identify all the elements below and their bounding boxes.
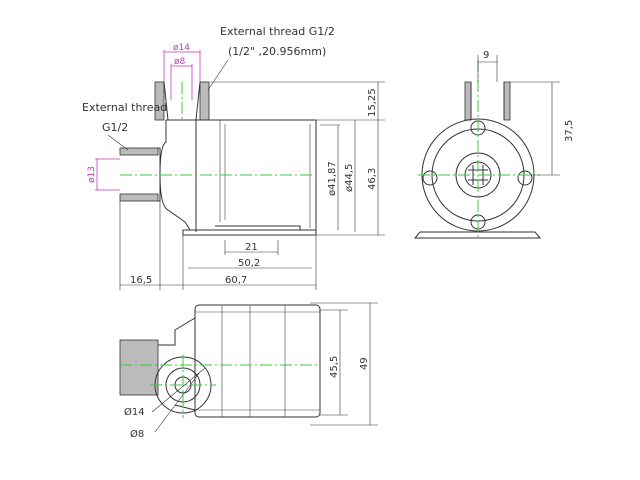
outlet-height-dim: 15,25 xyxy=(367,88,378,117)
screw-right xyxy=(517,170,533,186)
bottom-body xyxy=(194,304,321,418)
total-height-dim: 46,3 xyxy=(367,168,378,190)
bottom-outer-dia-dim: Ø14 xyxy=(124,406,145,418)
outlet-outer-dim: ø14 xyxy=(173,43,190,53)
outlet-offset-dim: 9 xyxy=(483,50,489,61)
outlet-thread-left xyxy=(154,81,165,121)
outlet-thread-right xyxy=(199,81,210,121)
base-hole-spacing-dim: 21 xyxy=(245,242,258,253)
top-thread-label: External thread G1/2 xyxy=(220,25,335,38)
side-dimension-lines xyxy=(119,81,385,290)
base-plate xyxy=(182,225,317,236)
side-thread-label: External thread xyxy=(82,101,167,114)
front-outlet-thread-left xyxy=(464,81,472,121)
bottom-dimension-lines xyxy=(310,302,378,426)
pump-head-outline xyxy=(159,119,197,232)
thread-leaders xyxy=(107,59,229,151)
body-length-dim: 60,7 xyxy=(225,275,247,286)
screw-left xyxy=(422,170,438,186)
inlet-dim-lines xyxy=(95,158,120,191)
inlet-thread-top xyxy=(119,147,159,156)
outlet-pipe xyxy=(163,81,201,121)
side-view: ø14 ø8 ø13 External thread G1/2 (1/2" ,2… xyxy=(82,25,385,290)
outlet-inner-dim: ø8 xyxy=(174,57,186,67)
bottom-inner-dia-dim: Ø8 xyxy=(130,428,144,440)
bottom-dia-leaders xyxy=(151,367,206,433)
outlet-dim-lines xyxy=(163,50,201,100)
front-view: 9 37,5 xyxy=(413,50,575,240)
base-length-dim: 50,2 xyxy=(238,258,260,269)
front-base xyxy=(413,231,542,239)
inlet-thread-bottom xyxy=(119,193,159,202)
bottom-inlet-thread xyxy=(119,339,159,396)
body-inner-dia-dim: ø41,87 xyxy=(327,161,338,196)
side-thread-size: G1/2 xyxy=(102,121,128,134)
bottom-head xyxy=(158,317,196,411)
body-dia-dim: ø44,5 xyxy=(344,164,355,192)
outlet-center-height-dim: 37,5 xyxy=(564,120,575,142)
front-outlet-thread-right xyxy=(503,81,511,121)
body-grooves xyxy=(219,120,311,228)
bottom-view: Ø14 Ø8 45,5 49 xyxy=(119,302,378,440)
inlet-dim: ø13 xyxy=(87,166,97,183)
front-outlet-pipe xyxy=(470,82,505,120)
bottom-total-width-dim: 49 xyxy=(359,357,370,370)
bottom-body-width-dim: 45,5 xyxy=(329,356,340,378)
bottom-body-ribs xyxy=(195,305,320,417)
top-thread-size: (1/2" ,20.956mm) xyxy=(228,45,326,58)
inlet-length-dim: 16,5 xyxy=(130,275,152,286)
front-dimension-lines xyxy=(477,55,560,176)
